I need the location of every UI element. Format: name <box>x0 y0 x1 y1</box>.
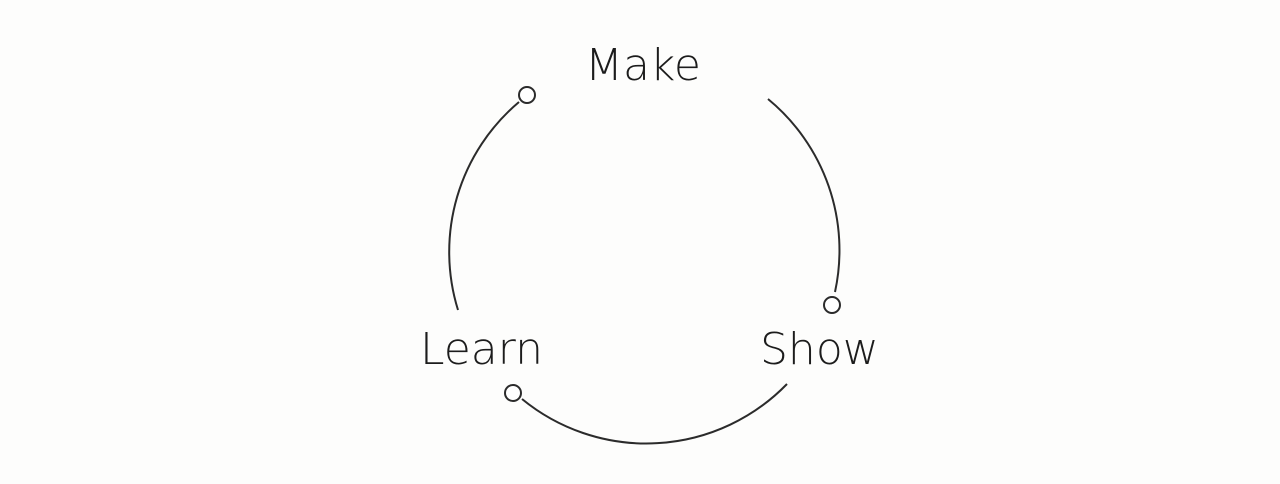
node-show-start <box>823 296 841 314</box>
node-make-start <box>518 86 536 104</box>
arc-show-to-learn <box>521 383 788 445</box>
stage-label-show: Show <box>760 324 879 375</box>
arc-learn-to-make <box>448 101 520 311</box>
stage-label-learn: Learn <box>420 324 543 375</box>
arc-make-to-show <box>767 98 841 293</box>
node-learn-start <box>504 384 522 402</box>
stage-label-make: Make <box>585 40 701 91</box>
